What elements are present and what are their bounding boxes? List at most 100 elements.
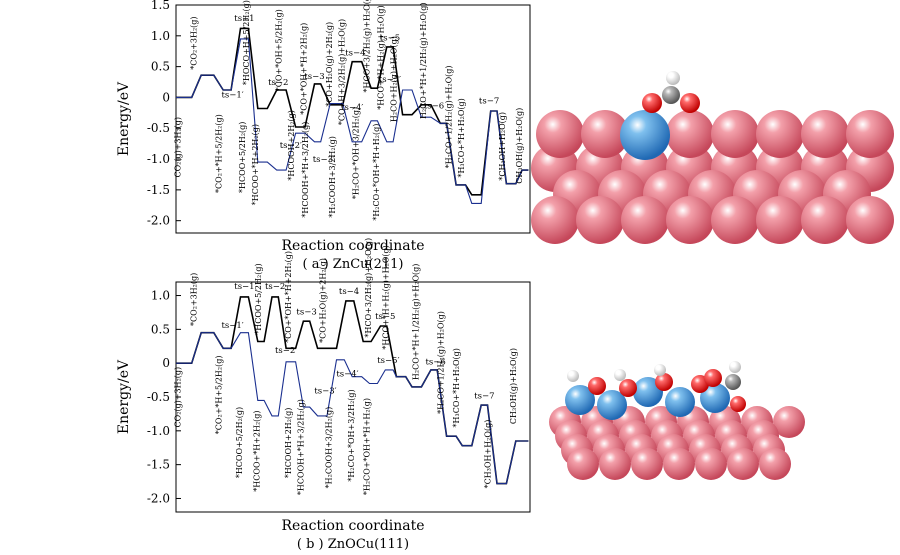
copper-atom [711, 110, 759, 158]
species-annotation: *HCOO+5/2H₂(g) [238, 122, 247, 193]
y-tick-label: 1.0 [151, 289, 170, 303]
oxygen-atom [680, 93, 700, 113]
transition-state-label: ts−6 [425, 358, 445, 368]
zinc-atom [665, 387, 695, 417]
y-tick-label: -2.0 [147, 214, 170, 228]
species-annotation: H₂CO+*H+1/2H₂(g)+H₂O(g) [411, 264, 420, 380]
species-annotation: *H₂COOH+3/2H₂(g) [328, 136, 337, 218]
species-annotation: *H₂CO+*OH+*H+H₂(g) [363, 398, 372, 495]
species-annotation: *H₂CO+1/2H₂(g)+H₂O(g) [436, 311, 445, 414]
species-annotation: CH₃OH(g)+H₂O(g) [509, 348, 518, 424]
species-annotation: *HCOOH+2H₂(g) [287, 110, 296, 181]
zinc-atom [565, 385, 595, 415]
chart-panel-b: 1.00.50-0.5-1.0-1.5-2.0ts−1ts−1′ts−2ts−2… [116, 238, 531, 552]
y-tick-label: 0.5 [151, 322, 170, 336]
y-tick-label: 0 [162, 90, 170, 104]
copper-atom [846, 110, 894, 158]
transition-state-label: ts−1 [234, 282, 254, 292]
species-annotation: *H₂CO+1/2H₂(g)+H₂O(g) [444, 66, 453, 169]
transition-state-label: ts−2′ [275, 346, 297, 356]
copper-atom [711, 196, 759, 244]
y-axis-label: Energy/eV [116, 359, 132, 434]
species-annotation: CO₂(g)+3H₂(g) [174, 117, 183, 178]
hydrogen-atom [614, 369, 626, 381]
species-annotation: *H₂CO+*OH+3/2H₂(g) [347, 389, 356, 481]
species-annotation: *CO+*OH+*H+2H₂(g) [284, 251, 293, 343]
species-annotation: *HCO+3/2H₂(g)+H₂O(g) [363, 0, 372, 93]
transition-state-label: ts−7 [474, 391, 494, 401]
x-axis-label: Reaction coordinate [281, 518, 424, 534]
copper-atom [801, 196, 849, 244]
transition-state-label: ts−3′ [313, 155, 335, 165]
species-annotation: *CO₂+*H+5/2H₂(g) [215, 114, 224, 193]
species-annotation: *H₂CO+*OH+*H+H₂(g) [372, 124, 381, 221]
species-annotation: *H₂CO+*OH+3/2H₂(g) [352, 107, 361, 199]
y-axis-label: Energy/eV [116, 81, 132, 156]
oxygen-atom [730, 396, 746, 412]
copper-atom [531, 196, 579, 244]
copper-atom [581, 110, 629, 158]
species-annotation: *CO+H₂O(g)+2H₂(g) [318, 258, 327, 343]
transition-state-label: ts−1′ [222, 90, 244, 100]
oxygen-atom [655, 373, 673, 391]
transition-state-label: ts−5 [375, 312, 395, 322]
y-tick-label: -1.5 [147, 183, 170, 197]
oxygen-atom [588, 377, 606, 395]
species-annotation: *CO₂+3H₂(g) [189, 16, 198, 69]
transition-state-label: ts−2 [265, 282, 285, 292]
transition-state-label: ts−1 [234, 14, 254, 24]
species-annotation: *CO+H+3/2H₂(g)+H₂O(g) [337, 19, 346, 125]
species-annotation: *H₃CO+*H+H₂O(g) [452, 348, 461, 427]
transition-state-label: ts−3′ [314, 387, 336, 397]
species-annotation: *HCOO+*H+2H₂(g) [252, 410, 261, 491]
carbon-atom [662, 86, 680, 104]
copper-atom [756, 110, 804, 158]
transition-state-label: ts−5′ [379, 75, 401, 85]
species-annotation: *HCOOH+2H₂(g) [284, 408, 293, 479]
copper-atom [621, 196, 669, 244]
species-annotation: *H₂COOH+3/2H₂(g) [325, 407, 334, 489]
species-annotation: *HCO+*H+H₂(g)+H₂O(g) [377, 5, 386, 109]
y-tick-label: -1.0 [147, 152, 170, 166]
y-tick-label: 1.5 [151, 0, 170, 12]
y-tick-label: 0.5 [151, 60, 170, 74]
series-line-a-1 [176, 38, 529, 204]
species-annotation: *HCOO+5/2H₂(g) [254, 263, 263, 334]
copper-atom [631, 448, 663, 480]
copper-atom [536, 110, 584, 158]
copper-atom [756, 196, 804, 244]
transition-state-label: ts−5′ [377, 356, 399, 366]
transition-state-label: ts−2 [268, 78, 288, 88]
species-annotation: H₂CO+H₂(g)+H₂O(g) [389, 36, 398, 122]
species-annotation: *H₃CO+*H+H₂O(g) [457, 98, 466, 177]
copper-atom [846, 196, 894, 244]
hydrogen-atom [567, 370, 579, 382]
zinc-atom [700, 383, 730, 413]
species-annotation: *CO₂+*H+5/2H₂(g) [215, 356, 224, 435]
copper-atom [801, 110, 849, 158]
copper-atom [773, 406, 805, 438]
y-tick-label: 0 [162, 356, 170, 370]
zinc-atom [597, 390, 627, 420]
copper-atom [695, 448, 727, 480]
y-tick-label: -0.5 [147, 121, 170, 135]
y-tick-label: -1.5 [147, 458, 170, 472]
species-annotation: *CO+H₂O(g)+2H₂(g) [325, 22, 334, 107]
series-line-b-1 [176, 332, 529, 485]
transition-state-label: ts−4 [339, 287, 359, 297]
transition-state-label: ts−4 [345, 49, 365, 59]
copper-atom [663, 448, 695, 480]
species-annotation: *CH₃OH+H₂O(g) [484, 420, 493, 489]
transition-state-label: ts−3 [296, 307, 316, 317]
copper-atom [759, 448, 791, 480]
species-annotation: *CO+*OH+5/2H₂(g) [274, 9, 283, 91]
transition-state-label: ts−4′ [341, 103, 363, 113]
species-annotation: CH₃OH(g)+H₂O(g) [515, 108, 524, 184]
transition-state-label: ts−2′ [280, 141, 302, 151]
oxygen-atom [642, 93, 662, 113]
species-annotation: *HCO+3/2H₂(g)+H₂O(g) [364, 238, 373, 338]
copper-atom [576, 196, 624, 244]
transition-state-label: ts−1′ [222, 321, 244, 331]
zinc-atom [620, 110, 670, 160]
oxygen-atom [704, 369, 722, 387]
